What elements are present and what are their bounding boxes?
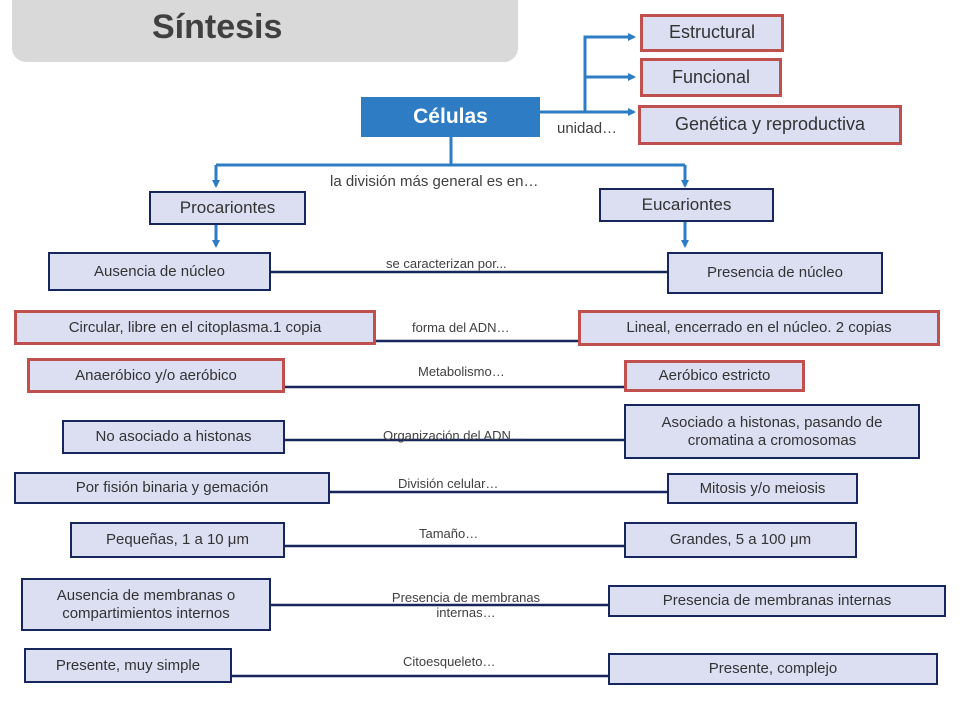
eukaryote-trait-3: Aeróbico estricto — [624, 360, 805, 392]
prokaryote-trait-6: Pequeñas, 1 a 10 μm — [70, 522, 285, 558]
branch-prokaryotes: Procariontes — [149, 191, 306, 225]
title-tab — [12, 0, 518, 62]
unit-type-structural: Estructural — [640, 14, 784, 52]
row-label-8: Citoesqueleto… — [403, 654, 496, 669]
prokaryote-trait-3: Anaeróbico y/o aeróbico — [27, 358, 285, 393]
prokaryote-trait-5: Por fisión binaria y gemación — [14, 472, 330, 504]
prokaryote-trait-4: No asociado a histonas — [62, 420, 285, 454]
eukaryote-trait-4: Asociado a histonas, pasando de cromatin… — [624, 404, 920, 459]
row-label-5: División celular… — [398, 476, 499, 491]
prokaryote-trait-1: Ausencia de núcleo — [48, 252, 271, 291]
division-label: la división más general es en… — [330, 173, 539, 190]
branch-eukaryotes: Eucariontes — [599, 188, 774, 222]
unit-type-functional: Funcional — [640, 58, 782, 97]
prokaryote-trait-2: Circular, libre en el citoplasma.1 copia — [14, 310, 376, 345]
prokaryote-trait-8: Presente, muy simple — [24, 648, 232, 683]
row-label-1: se caracterizan por... — [386, 256, 507, 271]
row-label-2: forma del ADN… — [412, 320, 510, 335]
row-label-4: Organización del ADN… — [383, 428, 524, 443]
root-cells-box: Células — [361, 97, 540, 137]
eukaryote-trait-6: Grandes, 5 a 100 μm — [624, 522, 857, 558]
prokaryote-trait-7: Ausencia de membranas o compartimientos … — [21, 578, 271, 631]
eukaryote-trait-1: Presencia de núcleo — [667, 252, 883, 294]
eukaryote-trait-8: Presente, complejo — [608, 653, 938, 685]
row-label-6: Tamaño… — [419, 526, 479, 541]
row-label-3: Metabolismo… — [418, 364, 505, 379]
row-label-7: Presencia de membranas internas… — [391, 590, 541, 620]
page-title: Síntesis — [152, 8, 283, 46]
eukaryote-trait-5: Mitosis y/o meiosis — [667, 473, 858, 504]
root-label: unidad… — [557, 120, 618, 137]
eukaryote-trait-7: Presencia de membranas internas — [608, 585, 946, 617]
eukaryote-trait-2: Lineal, encerrado en el núcleo. 2 copias — [578, 310, 940, 346]
unit-type-genetic: Genética y reproductiva — [638, 105, 902, 145]
